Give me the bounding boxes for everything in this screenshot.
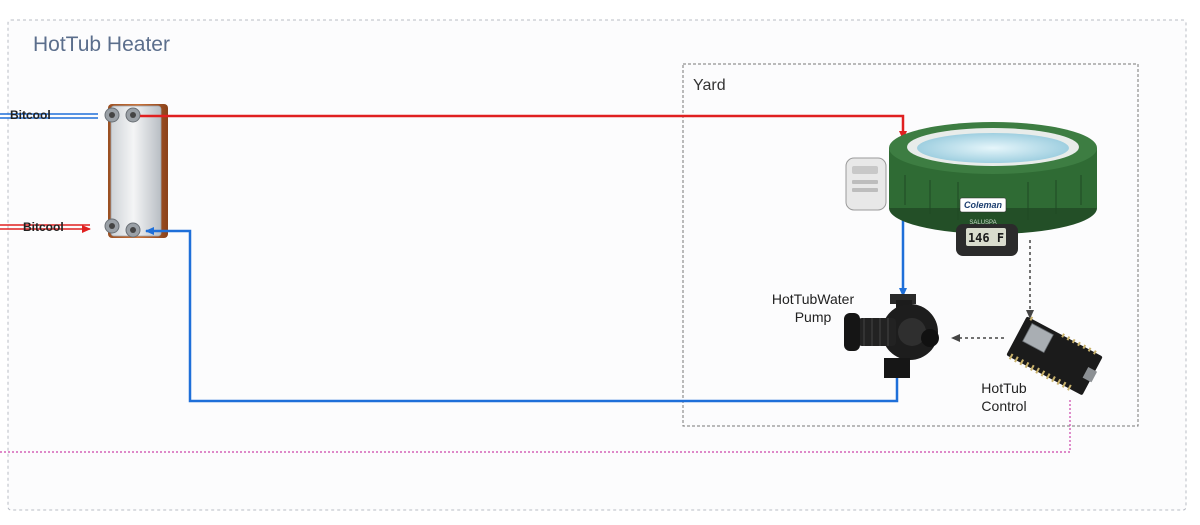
water-pump-icon	[844, 294, 939, 378]
hot-inlet-pipe: Bitcool	[0, 220, 91, 234]
return-flow-to-exchanger	[145, 227, 899, 403]
hot-flow-to-tub	[140, 114, 907, 140]
temperature-display: 146 F	[956, 224, 1018, 256]
hottub-heater-frame: HotTub Heater	[7, 19, 1187, 511]
temperature-reading: 146 F	[968, 231, 1004, 245]
yard-title: Yard	[693, 77, 726, 94]
controller-board-icon	[1006, 316, 1103, 395]
tub-model-label: SALUSPA	[969, 220, 996, 226]
hot-tub-icon: Coleman SALUSPA	[889, 122, 1097, 234]
network-link	[0, 398, 1071, 453]
control-label-line1: HotTub	[981, 380, 1027, 396]
control-label-line2: Control	[981, 398, 1026, 414]
tub-heater-unit-icon	[845, 157, 887, 211]
pump-label-line1: HotTubWater	[772, 291, 855, 307]
frame-title: HotTub Heater	[33, 33, 170, 56]
cold-inlet-pipe: Bitcool	[0, 108, 98, 122]
hot-inlet-label: Bitcool	[23, 220, 64, 234]
pump-label-line2: Pump	[795, 309, 832, 325]
yard-group: Yard	[682, 63, 1139, 427]
tub-brand-logo: Coleman	[964, 200, 1003, 210]
cold-inlet-label: Bitcool	[10, 108, 51, 122]
heat-exchanger-icon	[104, 104, 168, 238]
